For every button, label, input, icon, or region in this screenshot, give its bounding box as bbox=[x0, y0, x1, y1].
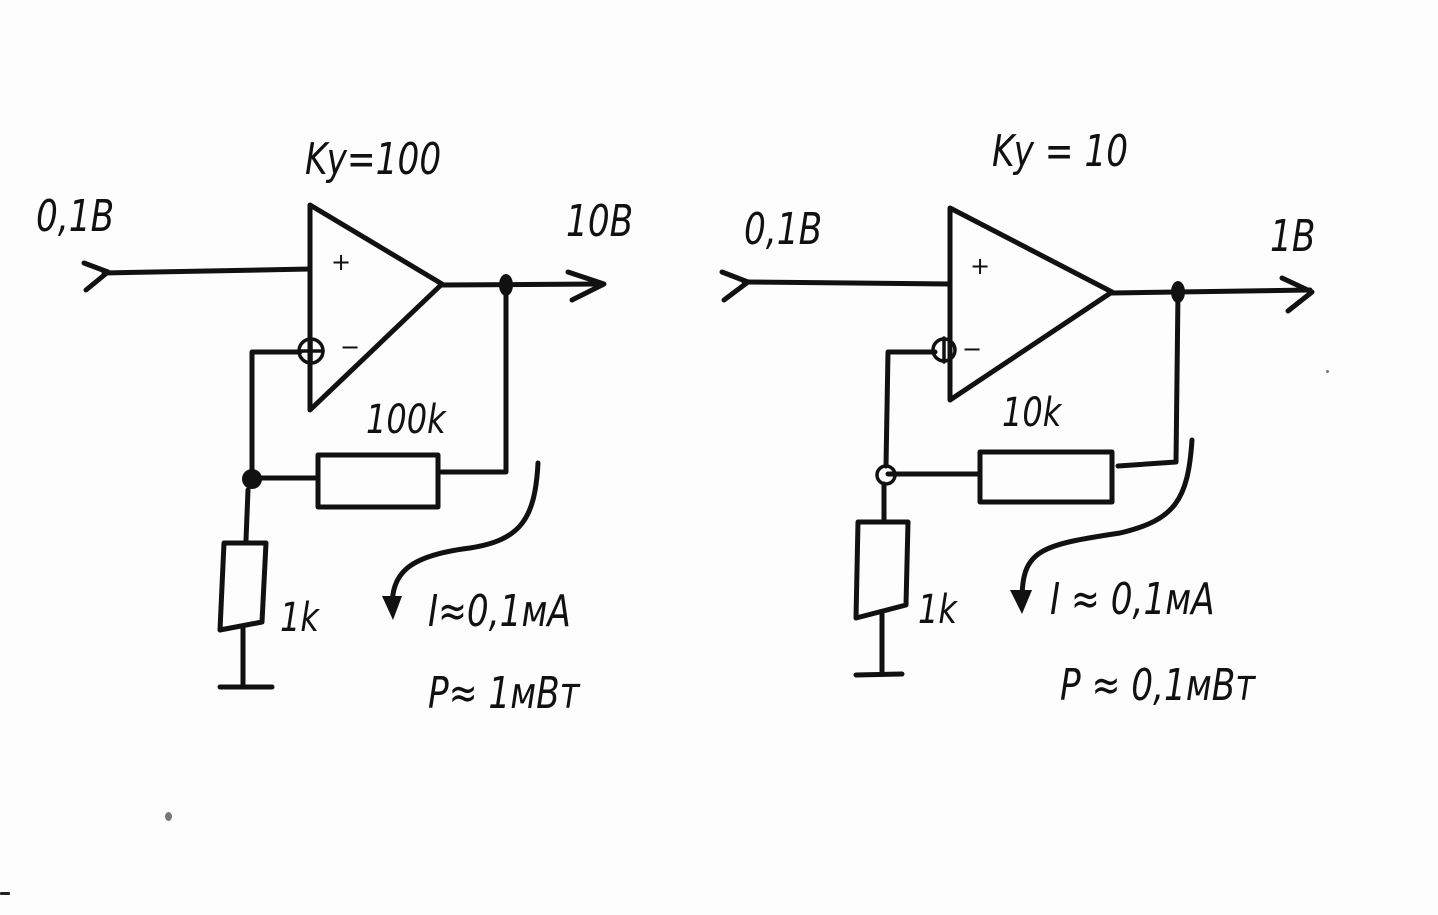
feedback-resistor-right bbox=[977, 449, 1115, 505]
opamp-right bbox=[947, 205, 1115, 403]
ground-resistor-label-left: 1k bbox=[280, 595, 319, 641]
output-voltage-label-left: 10B bbox=[566, 196, 634, 247]
power-label-right: P ≈ 0,1мBт bbox=[1060, 660, 1256, 711]
current-label-left: I≈0,1мA bbox=[428, 586, 571, 637]
output-voltage-label-right: 1B bbox=[1270, 211, 1316, 262]
power-label-left: P≈ 1мBт bbox=[428, 668, 580, 719]
output-wire-left bbox=[439, 281, 603, 288]
circuit-right bbox=[719, 205, 1315, 678]
current-label-right: I ≈ 0,1мA bbox=[1050, 574, 1215, 625]
input-arrow-left bbox=[81, 260, 111, 293]
inverting-wire-right bbox=[883, 349, 938, 469]
ground-symbol-left bbox=[217, 625, 275, 690]
feedback-resistor-label-left: 100k bbox=[366, 397, 446, 443]
paper-speck bbox=[165, 812, 172, 821]
inverting-wire-left bbox=[249, 349, 303, 482]
ground-symbol-right bbox=[853, 611, 905, 678]
minus-pin-right: − bbox=[962, 335, 983, 363]
input-voltage-label-right: 0,1B bbox=[744, 204, 823, 255]
input-arrow-right bbox=[719, 269, 751, 303]
plus-pin-right: + bbox=[970, 252, 991, 280]
plus-pin-left: + bbox=[331, 248, 352, 276]
output-wire-right bbox=[1109, 287, 1313, 296]
ground-resistor-label-right: 1k bbox=[918, 587, 957, 633]
input-voltage-label-left: 0,1B bbox=[36, 191, 115, 242]
paper-speck bbox=[1326, 370, 1329, 373]
gain-label-right: Ky = 10 bbox=[992, 126, 1129, 177]
current-arrow-left bbox=[389, 460, 541, 611]
feedback-resistor-label-right: 10k bbox=[1002, 390, 1062, 436]
feedback-resistor-left bbox=[315, 452, 441, 510]
minus-pin-left: − bbox=[340, 333, 361, 361]
gain-label-left: Ky=100 bbox=[305, 134, 442, 185]
ground-resistor-left bbox=[217, 540, 269, 633]
feedback-wire-left bbox=[435, 283, 509, 475]
opamp-left bbox=[307, 202, 445, 413]
ground-resistor-right bbox=[853, 519, 911, 621]
output-arrow-left bbox=[565, 269, 607, 303]
input-wire-left bbox=[101, 266, 313, 276]
circuit-left bbox=[81, 202, 607, 690]
current-arrow-right bbox=[1019, 437, 1195, 603]
feedback-wire-right bbox=[1115, 289, 1181, 469]
input-wire-right bbox=[741, 279, 953, 287]
output-arrow-right bbox=[1279, 275, 1315, 314]
paper-speck bbox=[0, 892, 10, 895]
